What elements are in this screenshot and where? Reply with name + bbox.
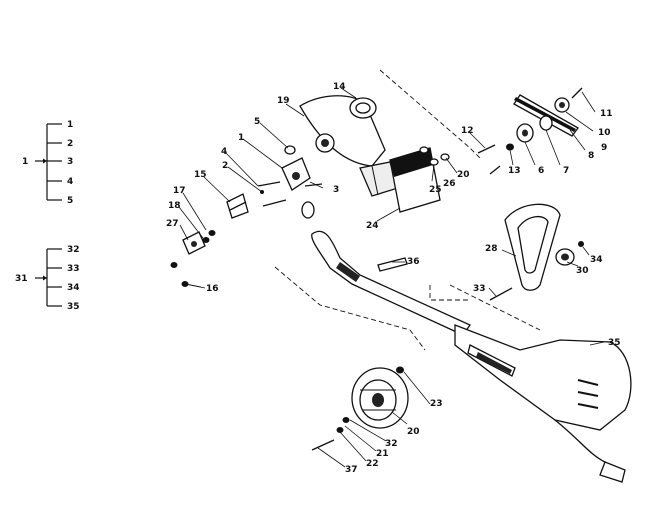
callout-label: 37 — [345, 465, 358, 475]
handle-part — [489, 203, 584, 301]
guard-part — [299, 95, 399, 197]
motor-housing — [454, 324, 632, 483]
shaft-tube — [311, 230, 471, 336]
callout-label: 20 — [407, 427, 420, 437]
legend-group-1-item: 1 — [67, 120, 73, 130]
plate-part — [389, 147, 441, 213]
callout-label: 22 — [366, 459, 379, 469]
washers-27-29 — [419, 146, 450, 166]
callout-label: 9 — [601, 143, 607, 153]
legend-group-1: 1 1 2 3 4 5 — [22, 120, 73, 206]
callout-label: 3 — [333, 185, 339, 195]
callout-label: 10 — [598, 128, 611, 138]
callout-label: 26 — [443, 179, 456, 189]
callout-label: 11 — [600, 109, 613, 119]
callout-label: 13 — [508, 166, 521, 176]
callout-label: 18 — [168, 201, 181, 211]
callout-label: 36 — [407, 257, 420, 267]
callout-label: 28 — [485, 244, 498, 254]
callout-label: 20 — [457, 170, 470, 180]
legend-group-1-item: 2 — [67, 139, 73, 149]
legend-group-2-item: 35 — [67, 302, 80, 312]
callout-label: 35 — [608, 338, 621, 348]
legend-group-2-item: 32 — [67, 245, 80, 255]
legend-group-2-item: 34 — [67, 283, 80, 293]
callout-label: 4 — [221, 147, 227, 157]
blade-assembly — [477, 87, 583, 175]
callout-label: 24 — [366, 221, 379, 231]
bracket-part — [226, 193, 249, 219]
callout-label: 16 — [206, 284, 219, 294]
callout-label: 34 — [590, 255, 603, 265]
assembly-dashed-lines — [274, 69, 541, 351]
callout-label: 1 — [238, 133, 244, 143]
callout-label: 15 — [194, 170, 207, 180]
legend-group-2-root: 31 — [15, 274, 28, 284]
callout-label: 12 — [461, 126, 474, 136]
head-parts — [257, 145, 323, 219]
legend-group-2-item: 33 — [67, 264, 80, 274]
callout-label: 14 — [333, 82, 346, 92]
legend-group-2: 31 32 33 34 35 — [15, 245, 80, 312]
ring-part — [349, 97, 377, 119]
callout-label: 7 — [563, 166, 569, 176]
legend-group-1-item: 3 — [67, 157, 73, 167]
callout-label: 2 — [222, 161, 228, 171]
leader-lines — [178, 87, 605, 468]
callout-label: 30 — [576, 266, 589, 276]
callout-labels: 14 19 5 1 4 2 3 15 17 18 27 16 12 13 6 7… — [166, 82, 621, 475]
callout-label: 6 — [538, 166, 544, 176]
callout-label: 8 — [588, 151, 594, 161]
spool-part — [311, 366, 409, 451]
legend-group-1-item: 5 — [67, 196, 73, 206]
callout-label: 33 — [473, 284, 486, 294]
callout-label: 27 — [166, 219, 179, 229]
legend-group-1-root: 1 — [22, 157, 28, 167]
callout-label: 32 — [385, 439, 398, 449]
callout-label: 23 — [430, 399, 443, 409]
callout-label: 17 — [173, 186, 186, 196]
callout-label: 5 — [254, 117, 260, 127]
callout-label: 21 — [376, 449, 389, 459]
callout-label: 25 — [429, 185, 442, 195]
legend-group-1-item: 4 — [67, 177, 73, 187]
callout-label: 19 — [277, 96, 290, 106]
small-parts-left — [170, 230, 216, 287]
